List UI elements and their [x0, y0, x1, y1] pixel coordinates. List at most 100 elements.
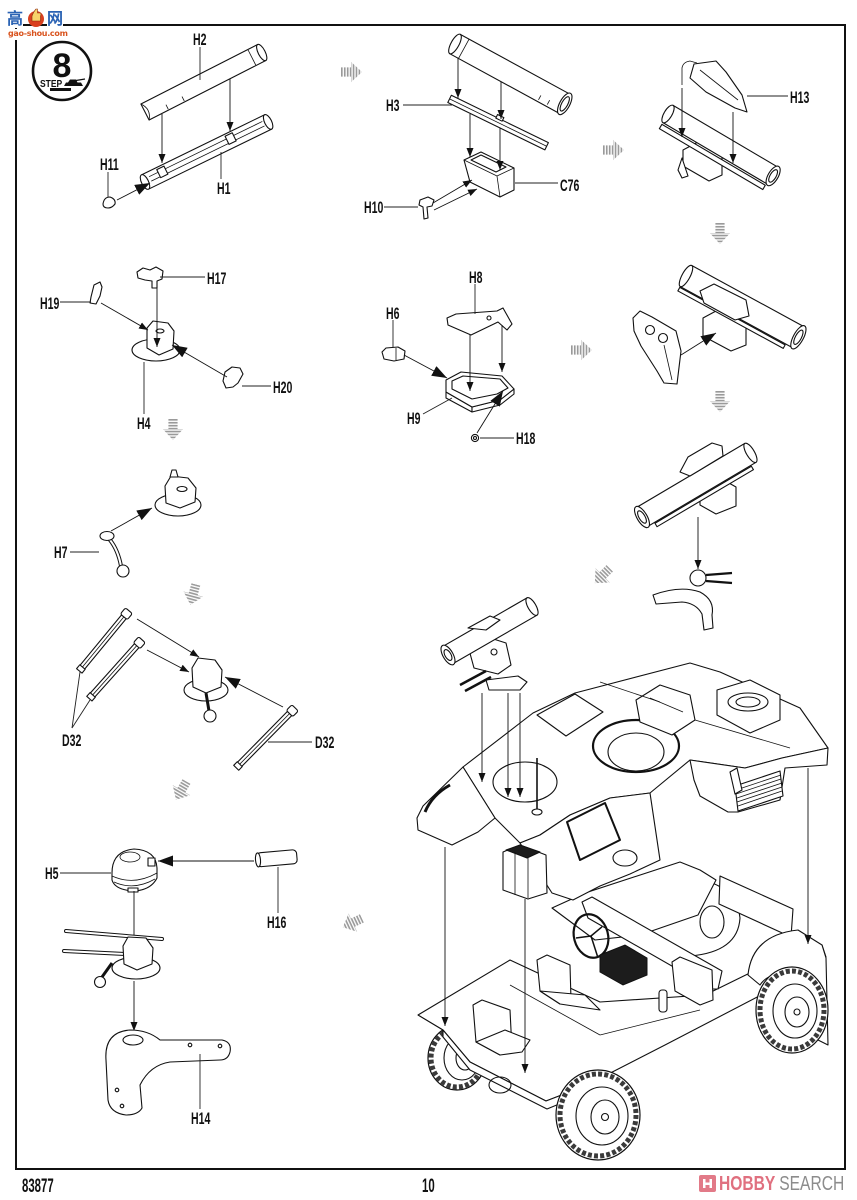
assembly-arrow	[476, 390, 504, 434]
rail-groove	[449, 98, 547, 147]
tube-end	[525, 597, 539, 616]
mount-arm	[485, 675, 528, 691]
steering-rim	[572, 913, 610, 959]
side-bracket	[632, 310, 682, 385]
part-h19	[89, 281, 103, 305]
part-callout: H19	[40, 294, 60, 313]
tube-cutout	[140, 103, 150, 121]
handle-ring	[99, 530, 115, 542]
leg-groove	[239, 712, 291, 765]
tripod-leg-rod-fill	[65, 930, 163, 940]
seat-cushion	[475, 1029, 531, 1056]
arm-bolt	[217, 1043, 223, 1049]
part-h7	[99, 530, 130, 578]
part-callout: H8	[469, 268, 483, 287]
hub-nut	[600, 1112, 610, 1122]
pintle-handle	[705, 579, 733, 585]
part-h17	[136, 266, 164, 289]
subassembly-sight-cover	[658, 60, 788, 191]
bracket-plate	[632, 310, 682, 385]
antenna-base	[531, 808, 543, 816]
step-underline	[50, 88, 71, 91]
bracket-edge	[496, 175, 501, 198]
base-hole	[155, 328, 165, 334]
vehicle-launcher	[440, 597, 539, 693]
launcher-tube	[440, 597, 539, 666]
part-callout: C76	[560, 176, 580, 195]
part-c76	[463, 151, 515, 198]
panel-handrail	[423, 783, 451, 813]
flow-arrow-icon	[603, 139, 625, 161]
cover-bracket	[681, 60, 698, 85]
arm-bolt	[119, 1103, 125, 1109]
bracket-hole	[644, 324, 656, 336]
flow-arrow-icon	[180, 581, 206, 608]
tripod-leg-rod-fill	[63, 950, 126, 955]
tank-body	[64, 79, 83, 86]
tube-mark	[546, 99, 551, 105]
round-hatch-inner	[735, 696, 761, 708]
tube-end	[743, 442, 758, 464]
grille-slat	[737, 790, 783, 807]
leader-line	[422, 397, 453, 415]
mount-knob	[490, 648, 498, 656]
lid-hole	[486, 315, 492, 321]
part-callout: H16	[267, 913, 287, 932]
roof-hatch	[492, 761, 558, 803]
part-callout: H17	[207, 269, 227, 288]
tube-mark	[538, 95, 542, 100]
leg-foot	[76, 664, 86, 674]
flow-arrow-icon	[338, 909, 367, 937]
tube-ring	[458, 38, 470, 59]
part-callout: D32	[62, 731, 82, 750]
lens-inner	[472, 435, 478, 441]
part-h9	[445, 371, 515, 413]
tube-rail-line	[151, 125, 265, 182]
handle-shaft	[204, 692, 211, 712]
leg-foot	[86, 692, 96, 702]
knob-body	[381, 346, 406, 362]
step-number: 8	[53, 47, 72, 85]
front-left-panel	[416, 766, 496, 846]
base-assembly	[62, 929, 164, 989]
roof-rail	[599, 681, 661, 703]
pintle-mount	[652, 569, 733, 631]
part-callout: D32	[315, 733, 335, 752]
assembly-arrow	[146, 649, 190, 673]
leg-hinge	[286, 704, 299, 717]
tube-ring	[247, 49, 257, 66]
part-callout: H4	[137, 414, 151, 433]
tube-muzzle-inner	[768, 169, 779, 183]
page-number: 10	[422, 1176, 435, 1197]
assembly-arrow	[110, 507, 153, 532]
pintle-handle	[705, 571, 733, 577]
hub-nut	[793, 1008, 801, 1016]
base-block	[122, 936, 154, 971]
lid-plate	[446, 307, 513, 336]
hatch-ring	[591, 718, 681, 774]
subassembly-tripod	[71, 608, 312, 771]
leg-hinge	[120, 608, 133, 620]
leader-line	[71, 699, 91, 729]
assembly-arrow	[224, 676, 284, 708]
steering-spoke	[590, 926, 603, 937]
hobby-search-icon	[699, 1175, 716, 1192]
assembly-arrow	[680, 332, 717, 356]
base-block	[164, 475, 197, 509]
launcher-handle	[459, 669, 487, 687]
battery-box	[502, 844, 548, 900]
subassembly-launcher-pintle	[633, 442, 758, 631]
tube-rail	[658, 123, 766, 191]
thumbs-up-hand	[31, 8, 42, 22]
front-plate	[519, 792, 661, 901]
handle-ball	[93, 975, 107, 989]
part-h2	[140, 43, 268, 121]
tube-rail-line	[148, 121, 263, 178]
chassis	[417, 861, 827, 1110]
cover-ridge	[699, 69, 739, 101]
part-h20	[222, 366, 244, 389]
tube-muzzle-inner	[793, 329, 804, 345]
crank-end	[254, 852, 262, 868]
subassembly-base	[60, 266, 271, 414]
arm-body	[105, 1029, 231, 1116]
